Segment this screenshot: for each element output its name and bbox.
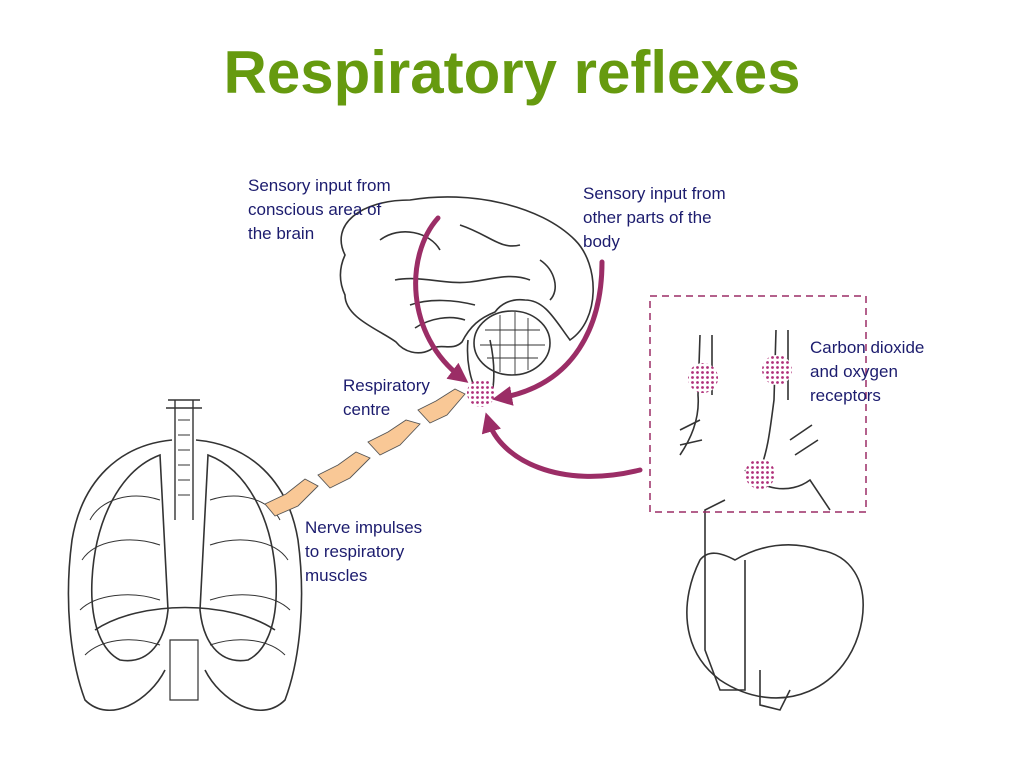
receptor-dot-aortic-arch: [745, 459, 775, 489]
brain-illustration: [339, 196, 594, 396]
lungs-ribcage-illustration: [67, 399, 303, 712]
heart-illustration: [679, 329, 864, 711]
label-receptors: Carbon dioxide and oxygen receptors: [810, 338, 925, 405]
respiratory-centre-dot: [467, 379, 495, 407]
impulse-chevron-2: [367, 419, 421, 456]
receptor-dot-right-artery: [762, 355, 792, 385]
label-nerve-impulses: Nerve impulses to respiratory muscles: [305, 518, 423, 585]
receptor-dot-left-artery: [688, 363, 718, 393]
receptor-dots: [467, 355, 792, 489]
receptor-region-box: [649, 295, 867, 513]
label-other-body-input: Sensory input from other parts of the bo…: [583, 184, 726, 251]
nerve-impulse-chevrons: [264, 388, 466, 517]
impulse-chevron-3: [317, 451, 371, 489]
impulse-chevron-4: [264, 478, 319, 517]
label-conscious-brain-input: Sensory input from conscious area of the…: [248, 176, 391, 243]
arrow-from-body: [492, 259, 605, 406]
arrow-from-receptors: [481, 412, 643, 479]
slide-title: Respiratory reflexes: [223, 39, 801, 106]
cerebellum: [473, 310, 551, 376]
input-arrows: [413, 215, 643, 479]
arrow-from-conscious-brain: [413, 215, 469, 383]
impulse-chevron-1: [417, 388, 466, 424]
label-respiratory-centre: Respiratory centre: [343, 376, 430, 419]
